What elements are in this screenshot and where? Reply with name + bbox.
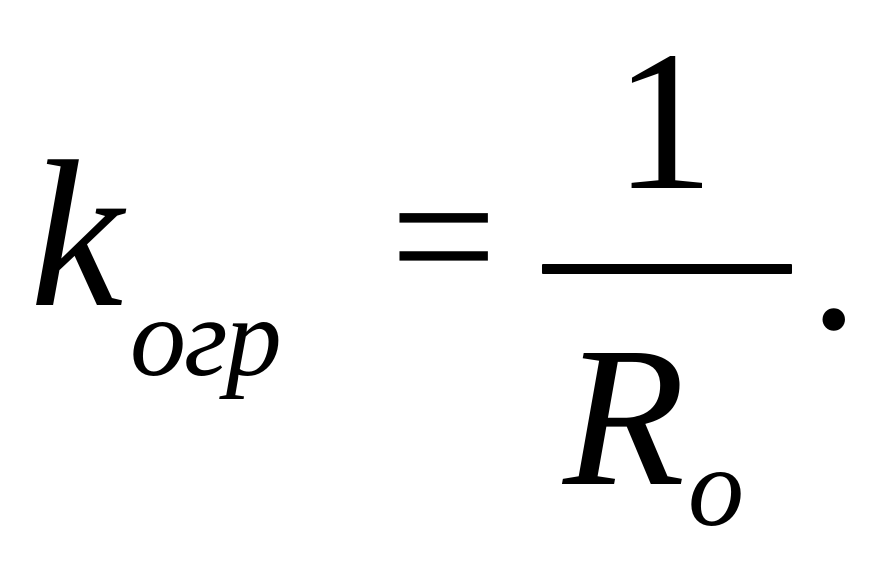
- fraction-numerator: 1: [614, 11, 714, 232]
- equals-sign: =: [390, 132, 498, 342]
- fraction-bar: [542, 264, 792, 274]
- lhs-variable: k: [30, 119, 124, 351]
- fraction-denominator-variable: R: [563, 307, 686, 528]
- lhs-subscript: огр: [130, 276, 282, 400]
- period: .: [810, 160, 858, 370]
- fraction-denominator-subscript: o: [688, 426, 744, 550]
